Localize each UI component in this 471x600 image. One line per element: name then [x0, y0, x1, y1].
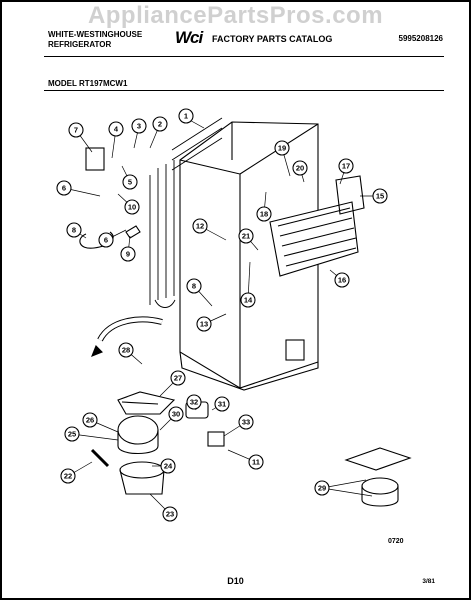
svg-text:12: 12 [196, 222, 204, 231]
callout-30: 30 [168, 406, 184, 422]
callout-9: 9 [120, 246, 136, 262]
svg-text:33: 33 [242, 418, 250, 427]
catalog-part-number: 5995208126 [398, 34, 444, 43]
mounting-kit-illustration [344, 447, 412, 507]
capacitor-illustration [207, 431, 225, 447]
svg-text:20: 20 [296, 164, 304, 173]
callout-20: 20 [292, 160, 308, 176]
header-rule [44, 56, 444, 57]
model-number: MODEL RT197MCW1 [48, 79, 128, 88]
watermark: AppliancePartsPros.com [87, 2, 384, 29]
svg-text:11: 11 [252, 458, 260, 467]
callout-32: 32 [186, 394, 202, 410]
callout-10: 10 [124, 199, 140, 215]
svg-text:9: 9 [126, 250, 130, 259]
svg-text:8: 8 [192, 282, 196, 291]
svg-text:19: 19 [278, 144, 286, 153]
callout-14: 14 [240, 292, 256, 308]
callout-6-top: 6 [56, 180, 72, 196]
callout-markers: 1 2 3 4 5 6 6 7 8 8 9 10 11 12 13 14 15 … [56, 108, 388, 522]
page-label: D10 [227, 576, 244, 586]
svg-text:17: 17 [342, 162, 350, 171]
evaporator-illustration [269, 201, 359, 277]
svg-text:13: 13 [200, 320, 208, 329]
diagram-code: 0720 [388, 538, 404, 545]
catalog-title: FACTORY PARTS CATALOG [212, 34, 333, 44]
svg-text:10: 10 [128, 203, 136, 212]
callout-5: 5 [122, 174, 138, 190]
svg-text:7: 7 [74, 126, 78, 135]
model-rule [44, 90, 444, 91]
callout-26: 26 [82, 412, 98, 428]
svg-text:27: 27 [174, 374, 182, 383]
svg-text:5: 5 [128, 178, 132, 187]
svg-text:2: 2 [158, 120, 162, 129]
svg-text:15: 15 [376, 192, 384, 201]
svg-text:26: 26 [86, 416, 94, 425]
svg-text:8: 8 [72, 226, 76, 235]
svg-text:32: 32 [190, 398, 198, 407]
svg-text:28: 28 [122, 346, 130, 355]
callout-6-bottom: 6 [98, 232, 114, 248]
svg-text:29: 29 [318, 484, 326, 493]
revision-date: 3/81 [422, 578, 435, 585]
svg-text:14: 14 [244, 296, 253, 305]
callout-13: 13 [196, 316, 212, 332]
callout-4: 4 [108, 121, 124, 137]
svg-text:25: 25 [68, 430, 76, 439]
callout-29: 29 [314, 480, 330, 496]
callout-27: 27 [170, 370, 186, 386]
svg-text:24: 24 [164, 462, 173, 471]
svg-text:6: 6 [104, 236, 108, 245]
callout-18: 18 [256, 206, 272, 222]
callout-2: 2 [152, 116, 168, 132]
callout-16: 16 [334, 272, 350, 288]
callout-31: 31 [214, 396, 230, 412]
callout-7: 7 [68, 122, 84, 138]
callout-23: 23 [162, 506, 178, 522]
svg-text:1: 1 [184, 112, 188, 121]
svg-text:18: 18 [260, 210, 268, 219]
callout-15: 15 [372, 188, 388, 204]
plug-illustration [125, 225, 141, 239]
callout-33: 33 [238, 414, 254, 430]
svg-text:6: 6 [62, 184, 66, 193]
callout-8-cabinet: 8 [186, 278, 202, 294]
callout-11: 11 [248, 454, 264, 470]
svg-text:23: 23 [166, 510, 174, 519]
svg-text:22: 22 [64, 472, 72, 481]
callout-3: 3 [131, 118, 147, 134]
thermostat-illustration [85, 147, 105, 171]
callout-24: 24 [160, 458, 176, 474]
svg-text:3: 3 [137, 122, 141, 131]
callout-12: 12 [192, 218, 208, 234]
callout-21: 21 [238, 228, 254, 244]
fan-shroud [335, 175, 365, 215]
callout-1: 1 [178, 108, 194, 124]
callout-25: 25 [64, 426, 80, 442]
drain-pan-illustration [117, 391, 176, 415]
callout-19: 19 [274, 140, 290, 156]
callout-28: 28 [118, 342, 134, 358]
compressor-illustration [117, 415, 165, 495]
callout-17: 17 [338, 158, 354, 174]
wci-logo: Wci [175, 28, 203, 47]
product-type: REFRIGERATOR [48, 40, 112, 49]
callout-22: 22 [60, 468, 76, 484]
callout-8-cord: 8 [66, 222, 82, 238]
svg-text:16: 16 [338, 276, 346, 285]
mounting-bracket [90, 448, 110, 468]
svg-text:31: 31 [218, 400, 226, 409]
svg-text:30: 30 [172, 410, 180, 419]
svg-text:21: 21 [242, 232, 250, 241]
svg-text:4: 4 [114, 125, 119, 134]
condenser-coil [149, 117, 223, 308]
brand-name: WHITE-WESTINGHOUSE [48, 30, 143, 39]
